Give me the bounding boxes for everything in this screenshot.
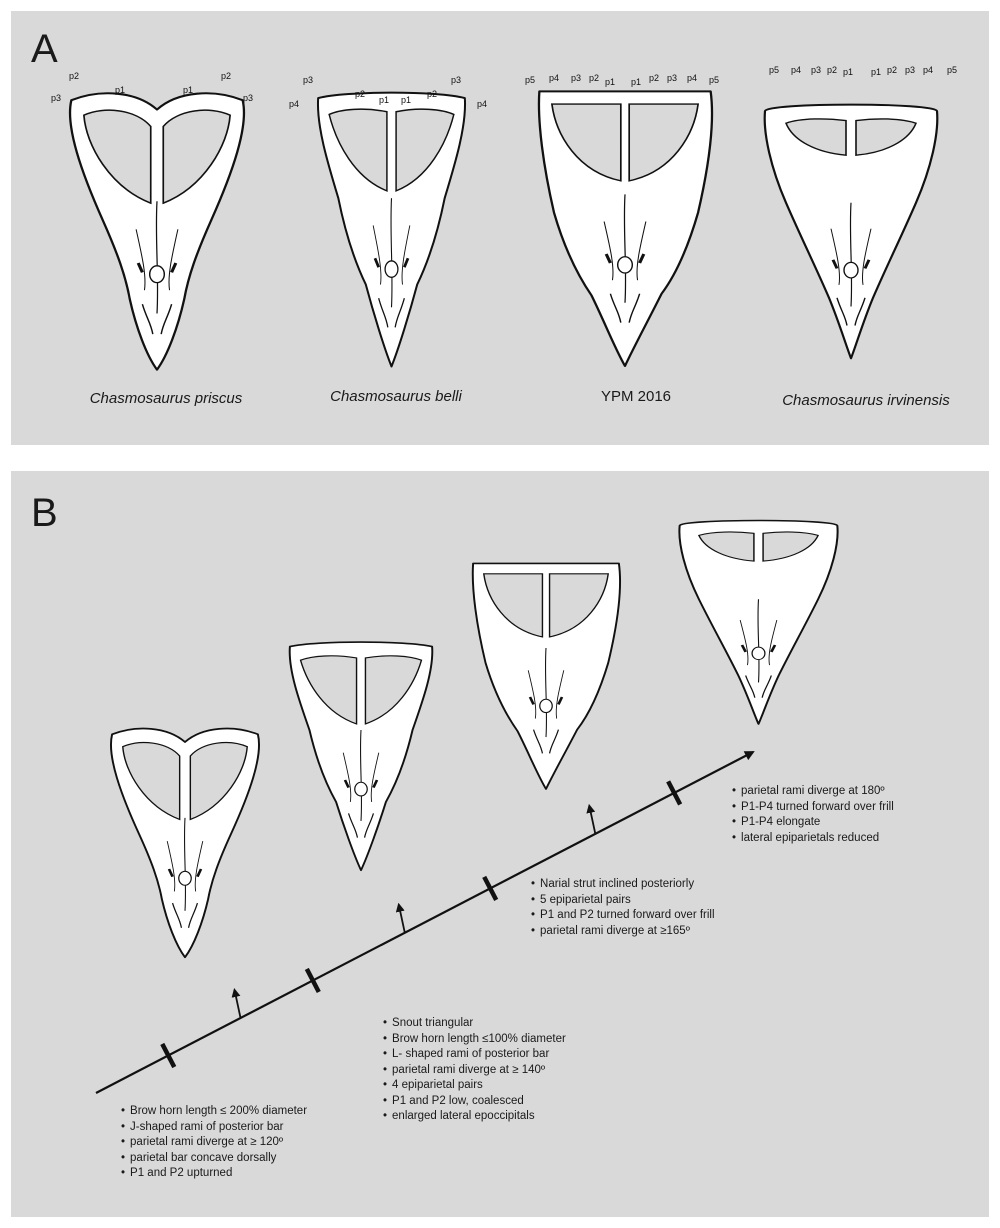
caption-chasmosaurus-priscus: Chasmosaurus priscus bbox=[89, 390, 243, 407]
epiparietal-label: p3 bbox=[51, 93, 61, 103]
skull-a-4 bbox=[763, 103, 939, 360]
panel-a-letter: A bbox=[31, 27, 58, 71]
caption-chasmosaurus-irvinensis: Chasmosaurus irvinensis bbox=[782, 392, 950, 409]
epiparietal-label: p2 bbox=[355, 89, 365, 99]
panel-a: A p3 p2 p1 p1 p2 p3 p4 p3 p2 p1 p1 p2 p3 p4 p5 p4 p3 p2 p1… bbox=[11, 11, 989, 445]
skull-b-3 bbox=[471, 562, 621, 790]
epiparietal-label: p1 bbox=[379, 95, 389, 105]
panel-b-letter: B bbox=[31, 491, 58, 535]
note-item: Snout triangular bbox=[383, 1016, 566, 1032]
notes-group-4: parietal rami diverge at 180º P1-P4 turn… bbox=[732, 784, 894, 846]
epiparietal-label: p4 bbox=[289, 99, 299, 109]
note-item: lateral epiparietals reduced bbox=[732, 831, 894, 847]
note-item: parietal rami diverge at ≥ 120º bbox=[121, 1135, 307, 1151]
epiparietal-label: p5 bbox=[709, 75, 719, 85]
note-item: Brow horn length ≤100% diameter bbox=[383, 1032, 566, 1048]
epiparietal-label: p2 bbox=[427, 89, 437, 99]
node-arrow bbox=[231, 988, 242, 1019]
evolution-axis bbox=[95, 751, 755, 1094]
note-item: parietal rami diverge at ≥165º bbox=[531, 924, 715, 940]
epiparietal-label: p4 bbox=[923, 65, 933, 75]
note-item: P1 and P2 upturned bbox=[121, 1166, 307, 1182]
axis-tick bbox=[666, 780, 683, 806]
note-item: Narial strut inclined posteriorly bbox=[531, 877, 715, 893]
axis-tick bbox=[304, 967, 321, 994]
node-arrow bbox=[586, 803, 597, 835]
epiparietal-label: p2 bbox=[887, 65, 897, 75]
epiparietal-label: p4 bbox=[549, 73, 559, 83]
epiparietal-label: p3 bbox=[571, 73, 581, 83]
epiparietal-label: p1 bbox=[401, 95, 411, 105]
epiparietal-label: p5 bbox=[947, 65, 957, 75]
epiparietal-label: p1 bbox=[843, 67, 853, 77]
skull-a-1 bbox=[68, 92, 246, 371]
epiparietal-label: p1 bbox=[871, 67, 881, 77]
epiparietal-label: p3 bbox=[243, 93, 253, 103]
epiparietal-label: p5 bbox=[769, 65, 779, 75]
note-item: parietal rami diverge at 180º bbox=[732, 784, 894, 800]
epiparietal-label: p2 bbox=[69, 71, 79, 81]
note-item: P1 and P2 turned forward over frill bbox=[531, 908, 715, 924]
caption-chasmosaurus-belli: Chasmosaurus belli bbox=[330, 388, 462, 405]
epiparietal-label: p1 bbox=[631, 77, 641, 87]
epiparietal-label: p1 bbox=[183, 85, 193, 95]
note-item: P1-P4 elongate bbox=[732, 815, 894, 831]
epiparietal-label: p4 bbox=[791, 65, 801, 75]
epiparietal-label: p5 bbox=[525, 75, 535, 85]
panel-b-diagram bbox=[95, 519, 839, 1094]
epiparietal-label: p2 bbox=[649, 73, 659, 83]
epiparietal-label: p3 bbox=[811, 65, 821, 75]
panel-b: B Brow horn length ≤ 200% diameter J-sha… bbox=[11, 471, 989, 1217]
note-item: Brow horn length ≤ 200% diameter bbox=[121, 1104, 307, 1120]
note-item: J-shaped rami of posterior bar bbox=[121, 1120, 307, 1136]
note-item: 4 epiparietal pairs bbox=[383, 1078, 566, 1094]
epiparietal-label: p1 bbox=[605, 77, 615, 87]
panel-a-skulls: p3 p2 p1 p1 p2 p3 p4 p3 p2 p1 p1 p2 p3 p4 p5 p4 p3 p2 p1 p1… bbox=[51, 65, 957, 371]
axis-tick bbox=[482, 875, 499, 901]
node-arrow bbox=[395, 902, 406, 933]
epiparietal-label: p4 bbox=[687, 73, 697, 83]
note-item: P1-P4 turned forward over frill bbox=[732, 800, 894, 816]
epiparietal-label: p2 bbox=[589, 73, 599, 83]
epiparietal-label: p4 bbox=[477, 99, 487, 109]
skull-a-2 bbox=[316, 91, 467, 368]
notes-group-1: Brow horn length ≤ 200% diameter J-shape… bbox=[121, 1104, 307, 1182]
axis-tick bbox=[160, 1042, 177, 1069]
notes-group-2: Snout triangular Brow horn length ≤100% … bbox=[383, 1016, 566, 1125]
note-item: parietal rami diverge at ≥ 140º bbox=[383, 1063, 566, 1079]
skull-b-2 bbox=[288, 641, 434, 872]
epiparietal-label: p1 bbox=[115, 85, 125, 95]
epiparietal-label: p3 bbox=[303, 75, 313, 85]
note-item: enlarged lateral epoccipitals bbox=[383, 1109, 566, 1125]
note-item: P1 and P2 low, coalesced bbox=[383, 1094, 566, 1110]
note-item: L- shaped rami of posterior bar bbox=[383, 1047, 566, 1063]
caption-ypm-2016: YPM 2016 bbox=[600, 388, 672, 405]
epiparietal-label: p2 bbox=[827, 65, 837, 75]
skull-a-3 bbox=[537, 90, 714, 367]
note-item: 5 epiparietal pairs bbox=[531, 893, 715, 909]
epiparietal-label: p3 bbox=[667, 73, 677, 83]
skull-b-1 bbox=[110, 727, 260, 959]
epiparietal-label: p2 bbox=[221, 71, 231, 81]
epiparietal-label: p3 bbox=[905, 65, 915, 75]
skull-b-4 bbox=[678, 519, 839, 725]
epiparietal-label: p3 bbox=[451, 75, 461, 85]
note-item: parietal bar concave dorsally bbox=[121, 1151, 307, 1167]
notes-group-3: Narial strut inclined posteriorly 5 epip… bbox=[531, 877, 715, 939]
